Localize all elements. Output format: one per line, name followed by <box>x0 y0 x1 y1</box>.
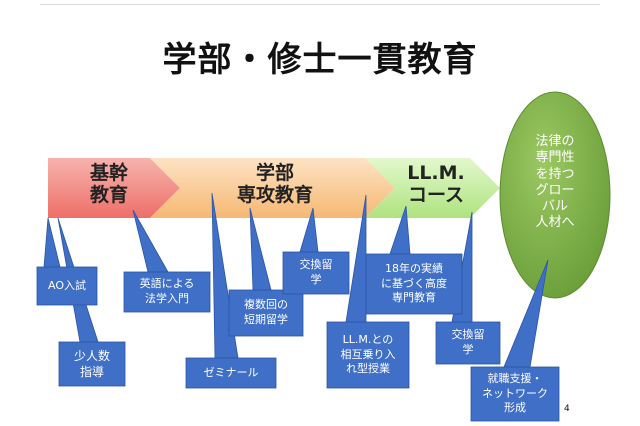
callout-box-eigo <box>123 271 211 313</box>
callout-box-koukan1 <box>282 251 350 295</box>
stage-label-kikan: 基幹 教育 <box>89 162 128 206</box>
slide-title: 学部・修士一貫教育 <box>162 40 478 80</box>
callout-koukan2: 交換留 学 <box>451 328 485 356</box>
callout-box-shoninzu <box>58 341 126 387</box>
stage-chevron-gakubu <box>150 158 395 218</box>
goal-label: 法律の 専門性 を持つ グロー バル 人材へ <box>535 134 575 231</box>
goal-ellipse <box>499 91 611 299</box>
callout-shoninzu: 少人数 指導 <box>73 348 110 379</box>
callout-box-jisseki <box>365 253 463 315</box>
callout-box-shushoku <box>470 366 560 422</box>
callout-pointer-tanki <box>249 207 272 291</box>
callout-sougo: LL.M.との 相互乗り入 れ型授業 <box>340 332 396 376</box>
callout-box-tanki <box>228 289 304 337</box>
stage-chevron-kikan <box>48 158 180 218</box>
callout-box-koukan2 <box>435 321 501 365</box>
callout-tanki: 複数回の 短期留学 <box>244 298 288 326</box>
top-rule <box>40 4 600 5</box>
callout-koukan1: 交換留 学 <box>299 258 333 286</box>
callout-shushoku: 就職支援・ ネットワーク 形成 <box>482 371 548 415</box>
callout-ao: AO入試 <box>48 278 86 292</box>
stage-label-llm: LL.M. コース <box>407 162 465 206</box>
page-number: 4 <box>564 404 570 414</box>
callout-zemi: ゼミナール <box>203 365 259 379</box>
stage-label-gakubu: 学部 専攻教育 <box>236 162 313 206</box>
callout-eigo: 英語による 法学入門 <box>139 277 195 305</box>
callout-box-zemi <box>185 357 277 389</box>
callout-jisseki: 18年の実績 に基づく高度 専門教育 <box>381 261 447 305</box>
callout-pointer-ao <box>43 217 61 268</box>
callout-box-sougo <box>326 321 410 389</box>
callout-pointer-eigo <box>132 209 169 273</box>
callout-box-ao <box>36 266 98 306</box>
stage-chevron-llm <box>365 158 500 218</box>
